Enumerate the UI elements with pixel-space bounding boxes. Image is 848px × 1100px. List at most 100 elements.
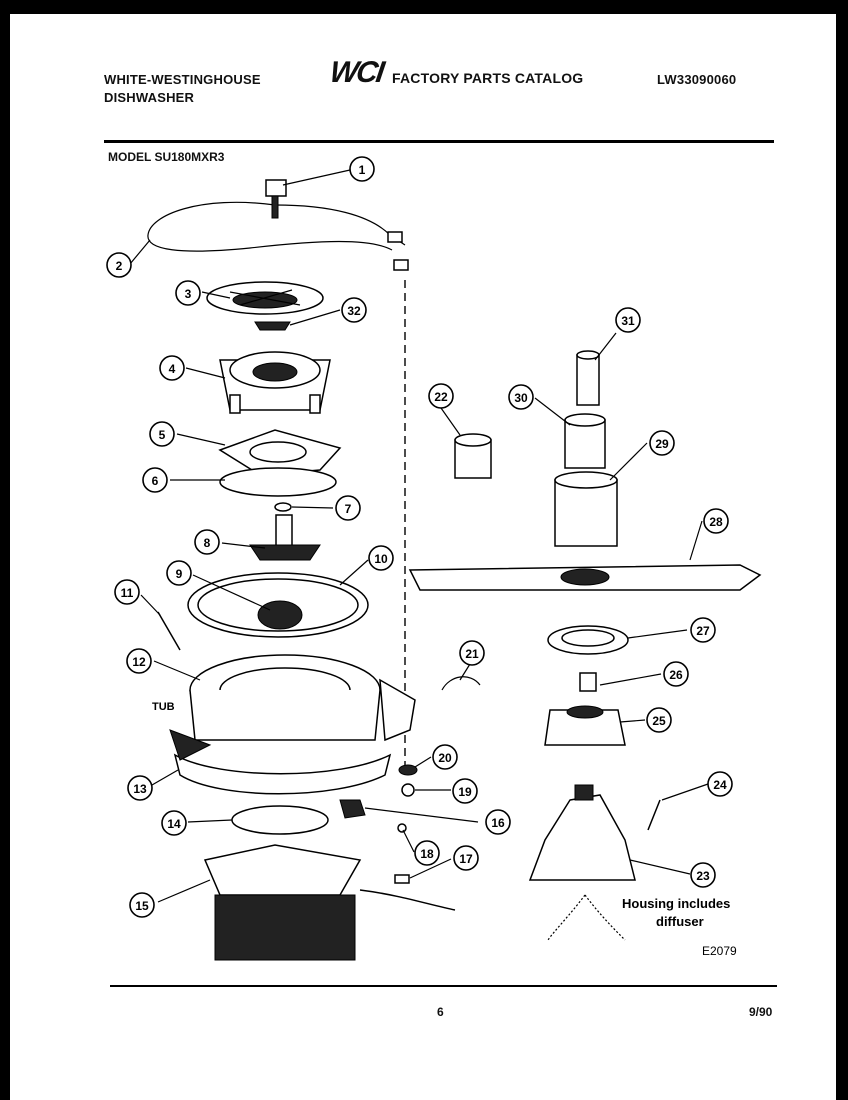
callout-number: 1 [359, 163, 366, 177]
callout-24: 24 [707, 771, 733, 797]
part-housing-23 [528, 784, 636, 941]
callout-number: 8 [204, 536, 211, 550]
revision-date: 9/90 [749, 1005, 773, 1019]
catalog-number: LW33090060 [657, 72, 737, 87]
callout-number: 32 [347, 304, 361, 318]
part-tub-section [169, 729, 392, 795]
callout-number: 10 [374, 552, 388, 566]
housing-note-line2: diffuser [656, 914, 704, 929]
callout-number: 16 [491, 816, 505, 830]
callout-15: 15 [129, 892, 155, 918]
callout-number: 13 [133, 782, 147, 796]
leader-lines [129, 169, 709, 903]
callout-29: 29 [649, 430, 675, 456]
callout-32: 32 [341, 297, 367, 323]
callout-12: 12 [126, 648, 152, 674]
part-spring-21 [441, 676, 481, 691]
callout-number: 12 [132, 655, 146, 669]
callout-number: 20 [438, 751, 452, 765]
callout-number: 14 [167, 817, 181, 831]
callout-number: 28 [709, 515, 723, 529]
part-rotor [249, 514, 321, 561]
callout-number: 18 [420, 847, 434, 861]
callout-number: 17 [459, 852, 473, 866]
footer-rule [110, 985, 777, 987]
header-rule [104, 140, 774, 143]
callout-5: 5 [149, 421, 175, 447]
part-plug-19 [401, 783, 415, 797]
callout-number: 29 [655, 437, 669, 451]
part-clip-16 [339, 799, 366, 819]
callout-number: 25 [652, 714, 666, 728]
callout-number: 5 [159, 428, 166, 442]
model-label: MODEL SU180MXR3 [108, 150, 225, 164]
callout-number: 3 [185, 287, 192, 301]
tub-label: TUB [152, 701, 175, 713]
part-fitting-26 [579, 672, 597, 692]
part-spray-arm [408, 564, 762, 591]
manufacturer-name: WHITE-WESTINGHOUSE [104, 72, 261, 87]
part-screw-11 [157, 611, 181, 651]
callout-number: 2 [116, 259, 123, 273]
callout-7: 7 [335, 495, 361, 521]
callout-number: 7 [345, 502, 352, 516]
part-bolt-17 [394, 874, 410, 884]
part-washer [274, 502, 292, 512]
callout-3: 3 [175, 280, 201, 306]
part-seal-rings [187, 572, 369, 638]
part-impeller [206, 281, 324, 315]
callout-number: 9 [176, 567, 183, 581]
callout-19: 19 [452, 778, 478, 804]
part-grommet-20 [398, 764, 418, 776]
callout-number: 15 [135, 899, 149, 913]
callout-26: 26 [663, 661, 689, 687]
callout-number: 23 [696, 869, 710, 883]
callout-16: 16 [485, 809, 511, 835]
callout-13: 13 [127, 775, 153, 801]
callout-18: 18 [414, 840, 440, 866]
callout-8: 8 [194, 529, 220, 555]
callout-1: 1 [349, 156, 375, 182]
callout-20: 20 [432, 744, 458, 770]
part-sleeve-29 [554, 471, 618, 547]
part-hub-25 [544, 705, 626, 746]
housing-note-line1: Housing includes [622, 896, 730, 911]
callout-22: 22 [428, 383, 454, 409]
callout-number: 24 [713, 778, 727, 792]
callout-11: 11 [114, 579, 140, 605]
callout-number: 30 [514, 391, 528, 405]
page-number: 6 [437, 1005, 444, 1019]
callout-number: 6 [152, 474, 159, 488]
callout-2: 2 [106, 252, 132, 278]
part-tube-31 [576, 350, 600, 406]
callout-17: 17 [453, 845, 479, 871]
part-bushing-22 [454, 433, 492, 479]
part-hose-assembly [147, 179, 409, 271]
callout-number: 4 [169, 362, 176, 376]
callout-number: 26 [669, 668, 683, 682]
callout-9: 9 [166, 560, 192, 586]
figure-code: E2079 [702, 944, 737, 958]
callout-6: 6 [142, 467, 168, 493]
callout-number: 31 [621, 314, 635, 328]
part-motor [203, 844, 456, 961]
callout-30: 30 [508, 384, 534, 410]
part-gasket [219, 467, 337, 497]
callout-14: 14 [161, 810, 187, 836]
scan-border-left [0, 0, 10, 1100]
part-small-gasket [254, 321, 291, 331]
callout-4: 4 [159, 355, 185, 381]
part-screw-24 [647, 799, 661, 831]
catalog-title: FACTORY PARTS CATALOG [392, 70, 584, 86]
callout-28: 28 [703, 508, 729, 534]
part-disc [231, 805, 329, 835]
part-screw-18 [397, 823, 407, 833]
callout-number: 21 [465, 647, 479, 661]
callout-number: 22 [434, 390, 448, 404]
appliance-type: DISHWASHER [104, 90, 195, 105]
scan-border-top [0, 0, 848, 14]
callout-number: 11 [121, 586, 134, 600]
callout-10: 10 [368, 545, 394, 571]
